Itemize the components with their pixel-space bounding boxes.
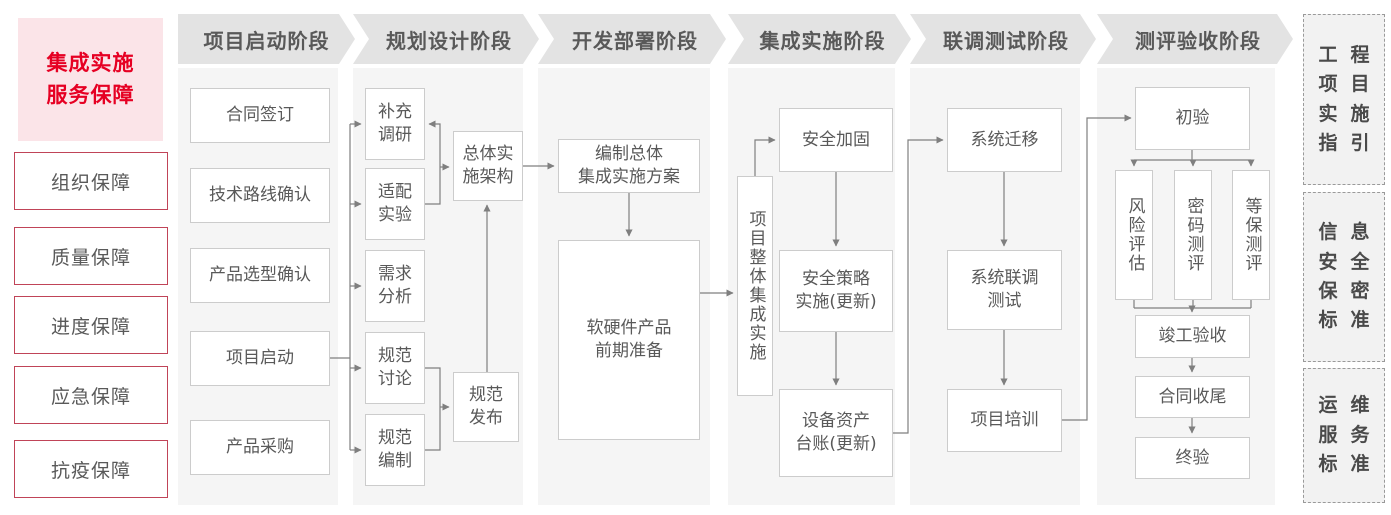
flow-box-overall-integration-impl: 项目整体集成实施: [737, 176, 773, 396]
flow-box-project-training: 项目培训: [947, 389, 1062, 452]
flow-box-spec-discussion: 规范 讨论: [365, 332, 425, 404]
flow-box-product-selection: 产品选型确认: [190, 248, 330, 303]
flow-box-overall-integration-plan: 编制总体 集成实施方案: [558, 139, 700, 193]
flow-box-contract-signing: 合同签订: [190, 88, 330, 143]
flow-box-overall-architecture: 总体实 施架构: [453, 131, 523, 201]
flow-box-joint-debug-test: 系统联调 测试: [947, 250, 1062, 330]
flow-box-supplementary-research: 补充 调研: [365, 88, 425, 160]
flow-box-risk-assessment: 风险评估: [1115, 170, 1153, 300]
flow-box-contract-closure: 合同收尾: [1135, 376, 1250, 418]
flow-box-project-kickoff: 项目启动: [190, 331, 330, 386]
sidebar-item-epidemic: 抗疫保障: [14, 440, 168, 498]
flow-box-initial-acceptance: 初验: [1135, 87, 1250, 150]
sidebar-item-quality: 质量保障: [14, 227, 168, 285]
flow-box-security-hardening: 安全加固: [779, 108, 893, 172]
diagram-title: 集成实施 服务保障: [18, 18, 163, 141]
phase-header-planning-design: 规划设计阶段: [353, 14, 539, 64]
flow-box-classified-protection-eval: 等保测评: [1232, 170, 1270, 300]
standard-engineering-guide: 工程 项目 实施 指引: [1303, 14, 1385, 185]
standard-infosec-confidentiality: 信息 安全 保密 标准: [1303, 192, 1385, 362]
flow-box-system-migration: 系统迁移: [947, 108, 1062, 172]
sidebar-item-schedule: 进度保障: [14, 296, 168, 354]
phase-header-integration: 集成实施阶段: [728, 14, 911, 64]
phase-header-joint-testing: 联调测试阶段: [910, 14, 1096, 64]
flow-box-product-procurement: 产品采购: [190, 420, 330, 475]
flow-box-security-policy: 安全策略 实施(更新): [779, 250, 893, 332]
flow-box-final-acceptance: 终验: [1135, 437, 1250, 479]
flow-box-completion-acceptance: 竣工验收: [1135, 315, 1250, 358]
phase-header-eval-acceptance: 测评验收阶段: [1097, 14, 1293, 64]
flow-box-requirement-analysis: 需求 分析: [365, 250, 425, 322]
sidebar-item-organization: 组织保障: [14, 152, 168, 210]
flow-box-tech-route-confirm: 技术路线确认: [190, 168, 330, 223]
flow-box-crypto-evaluation: 密码测评: [1174, 170, 1212, 300]
flow-box-adaptation-test: 适配 实验: [365, 168, 425, 240]
standard-ops-service: 运维 服务 标准: [1303, 368, 1385, 503]
flow-box-hw-sw-preparation: 软硬件产品 前期准备: [558, 240, 700, 440]
phase-header-project-kickoff: 项目启动阶段: [178, 14, 355, 64]
phase-header-dev-deploy: 开发部署阶段: [538, 14, 726, 64]
flow-box-spec-release: 规范 发布: [453, 372, 519, 442]
sidebar-item-emergency: 应急保障: [14, 366, 168, 424]
flow-box-spec-drafting: 规范 编制: [365, 414, 425, 486]
flow-box-asset-ledger: 设备资产 台账(更新): [779, 389, 893, 477]
